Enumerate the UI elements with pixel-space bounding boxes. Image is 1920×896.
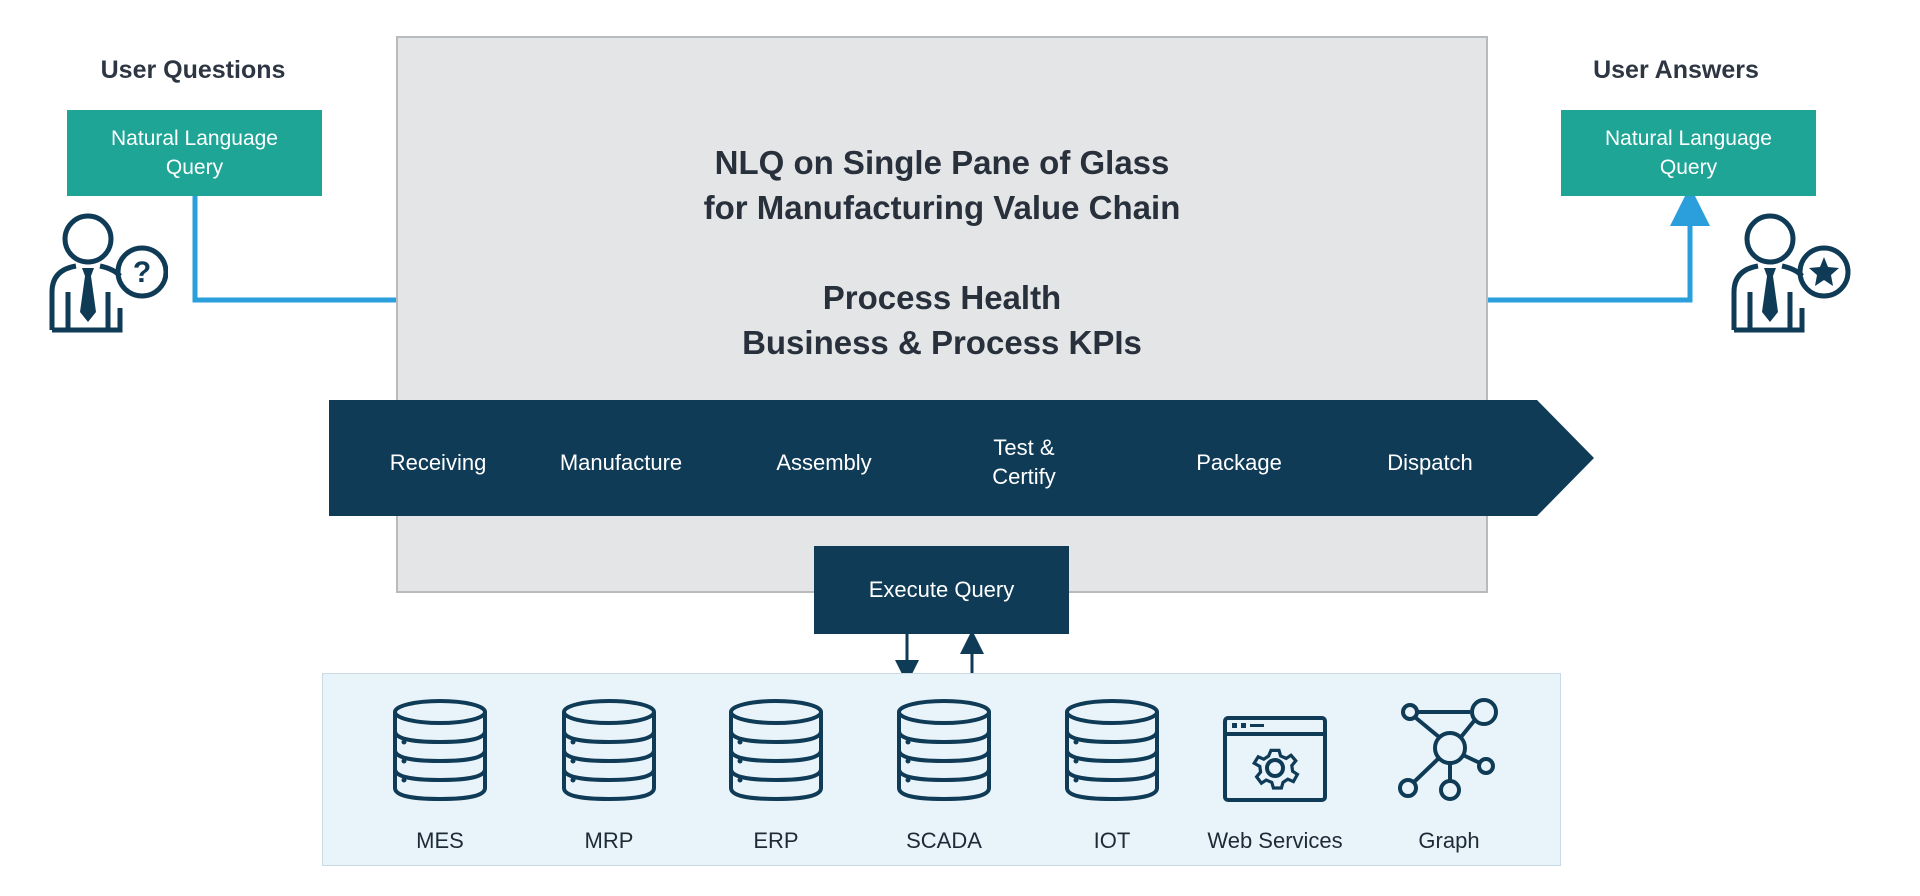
database-icon xyxy=(897,699,991,802)
panel-title-line2: for Manufacturing Value Chain xyxy=(703,189,1181,226)
value-chain-arrow xyxy=(329,400,1594,516)
user-question-icon: ? xyxy=(49,213,168,333)
source-label: SCADA xyxy=(906,828,982,853)
source-label: Graph xyxy=(1418,828,1480,853)
panel-subtitle-line1: Process Health xyxy=(822,279,1062,316)
user-questions-heading: User Questions xyxy=(100,56,286,84)
step-dispatch[interactable]: Dispatch xyxy=(1387,450,1473,475)
source-label: ERP xyxy=(753,828,799,853)
step-manufacture[interactable]: Manufacture xyxy=(559,450,683,475)
panel-title-line1: NLQ on Single Pane of Glass xyxy=(714,144,1170,181)
nlq-label-line1: Natural Language xyxy=(1605,127,1772,150)
database-icon xyxy=(562,699,656,802)
source-erp[interactable]: ERP xyxy=(701,698,851,854)
source-label: Web Services xyxy=(1207,828,1343,853)
source-web-services[interactable]: Web Services xyxy=(1190,698,1360,854)
svg-text:?: ? xyxy=(133,256,151,289)
source-scada[interactable]: SCADA xyxy=(869,698,1019,854)
step-assembly[interactable]: Assembly xyxy=(776,450,872,475)
execute-query-button[interactable]: Execute Query xyxy=(814,546,1069,634)
step-test-certify[interactable]: Test & Certify xyxy=(992,433,1056,491)
step-label-line1: Test & xyxy=(993,435,1055,460)
panel-subtitle: Process Health Business & Process KPIs xyxy=(396,275,1488,365)
database-icon xyxy=(1065,699,1159,802)
user-answers-heading: User Answers xyxy=(1593,56,1759,84)
nlq-label-line2: Query xyxy=(1659,156,1718,179)
user-star-icon xyxy=(1731,213,1851,333)
panel-subtitle-line2: Business & Process KPIs xyxy=(742,324,1142,361)
step-receiving[interactable]: Receiving xyxy=(389,450,487,475)
web-services-icon xyxy=(1223,716,1327,802)
nlq-label-line1: Natural Language xyxy=(111,127,278,150)
source-iot[interactable]: IOT xyxy=(1037,698,1187,854)
source-label: MRP xyxy=(584,828,634,853)
source-graph[interactable]: Graph xyxy=(1374,698,1524,854)
question-connector xyxy=(192,196,397,303)
data-sources-panel xyxy=(322,673,1561,866)
step-label-line2: Certify xyxy=(992,464,1056,489)
source-mes[interactable]: MES xyxy=(365,698,515,854)
panel-title: NLQ on Single Pane of Glass for Manufact… xyxy=(396,140,1488,230)
database-icon xyxy=(393,699,487,802)
step-package[interactable]: Package xyxy=(1196,450,1282,475)
database-icon xyxy=(729,699,823,802)
nlq-label-line2: Query xyxy=(165,156,224,179)
source-label: IOT xyxy=(1093,828,1131,853)
graph-icon xyxy=(1398,698,1498,801)
answer-connector xyxy=(1488,186,1710,303)
source-label: MES xyxy=(416,828,464,853)
source-mrp[interactable]: MRP xyxy=(534,698,684,854)
